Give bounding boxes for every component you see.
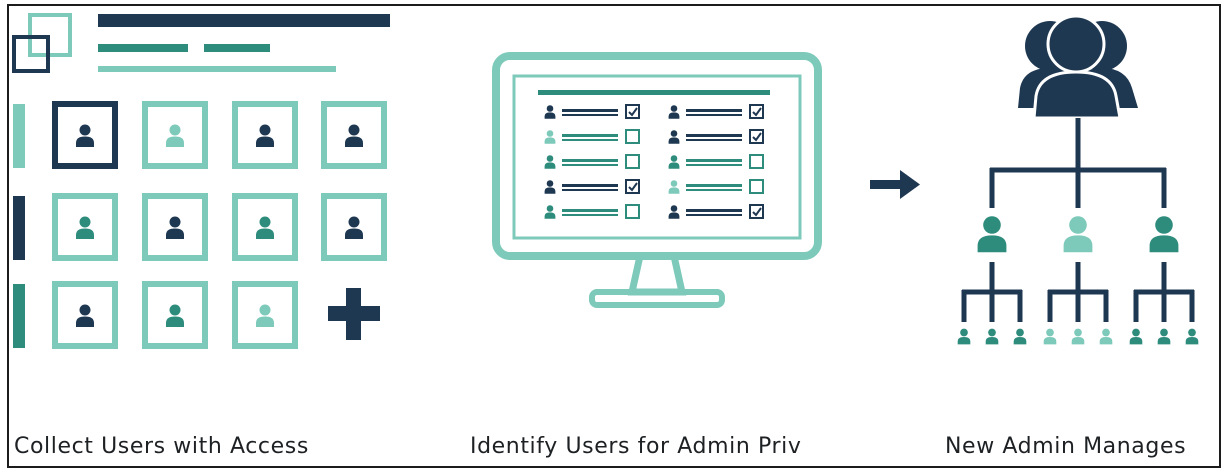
checklist-row: [544, 104, 640, 119]
stacked-squares-icon: [12, 13, 72, 73]
user-icon: [544, 205, 556, 219]
checklist-row: [668, 104, 764, 119]
team-members: [957, 328, 1199, 345]
header-bars: [98, 14, 390, 72]
hierarchy-connectors: [961, 118, 1195, 322]
user-card: [232, 193, 298, 261]
user-card: [52, 193, 118, 261]
user-icon: [544, 130, 556, 144]
user-icon: [544, 155, 556, 169]
manager-icon: [1149, 216, 1179, 253]
row-indicator-1: [13, 104, 25, 168]
checkbox: [625, 179, 640, 194]
admin-group-icon: [1018, 14, 1138, 120]
checkmark-icon: [752, 132, 762, 142]
user-card: [142, 193, 208, 261]
step-1-user-grid: [12, 13, 390, 349]
checklist-row: [544, 204, 640, 219]
user-icon: [668, 130, 680, 144]
screen-header-bar: [538, 90, 770, 95]
user-icon: [668, 180, 680, 194]
checklist-row: [668, 204, 764, 219]
monitor-stand: [627, 255, 687, 296]
user-card: [321, 193, 387, 261]
step-2-caption: Identify Users for Admin Priv: [470, 434, 802, 459]
checkmark-icon: [628, 107, 638, 117]
user-card: [321, 101, 387, 169]
user-card: [142, 101, 208, 169]
checkmark-icon: [752, 107, 762, 117]
user-icon: [544, 180, 556, 194]
user-card: [52, 101, 118, 169]
step-2-monitor: [492, 52, 822, 308]
user-icon: [668, 205, 680, 219]
manager-icon: [977, 216, 1007, 253]
user-icon: [668, 105, 680, 119]
step-3-caption: New Admin Manages: [945, 434, 1187, 459]
plus-icon: [328, 288, 380, 340]
row-indicator-2: [13, 196, 25, 260]
checklist-row: [544, 129, 640, 144]
diagram-frame: [7, 4, 1221, 468]
manager-icon: [1063, 216, 1093, 253]
checkbox: [625, 129, 640, 144]
checklist: [544, 104, 764, 219]
checklist-row: [668, 154, 764, 169]
user-icon: [544, 105, 556, 119]
checkmark-icon: [628, 182, 638, 192]
checkbox: [625, 104, 640, 119]
checkbox: [749, 179, 764, 194]
checklist-row: [668, 179, 764, 194]
monitor-screen: [492, 52, 822, 260]
arrow-right-icon: [870, 170, 920, 199]
checklist-row: [668, 129, 764, 144]
row-indicator-3: [13, 284, 25, 348]
user-icon: [668, 155, 680, 169]
checkmark-icon: [752, 207, 762, 217]
monitor-base: [589, 289, 725, 308]
checkbox: [749, 104, 764, 119]
step-3-hierarchy: [957, 14, 1199, 345]
checkbox: [749, 129, 764, 144]
checkbox: [749, 204, 764, 219]
user-card: [232, 101, 298, 169]
user-card: [142, 281, 208, 349]
step-1-caption: Collect Users with Access: [14, 434, 309, 459]
user-card: [52, 281, 118, 349]
checkbox: [749, 154, 764, 169]
checklist-row: [544, 179, 640, 194]
checkbox: [625, 204, 640, 219]
user-card: [232, 281, 298, 349]
checkbox: [625, 154, 640, 169]
checklist-row: [544, 154, 640, 169]
